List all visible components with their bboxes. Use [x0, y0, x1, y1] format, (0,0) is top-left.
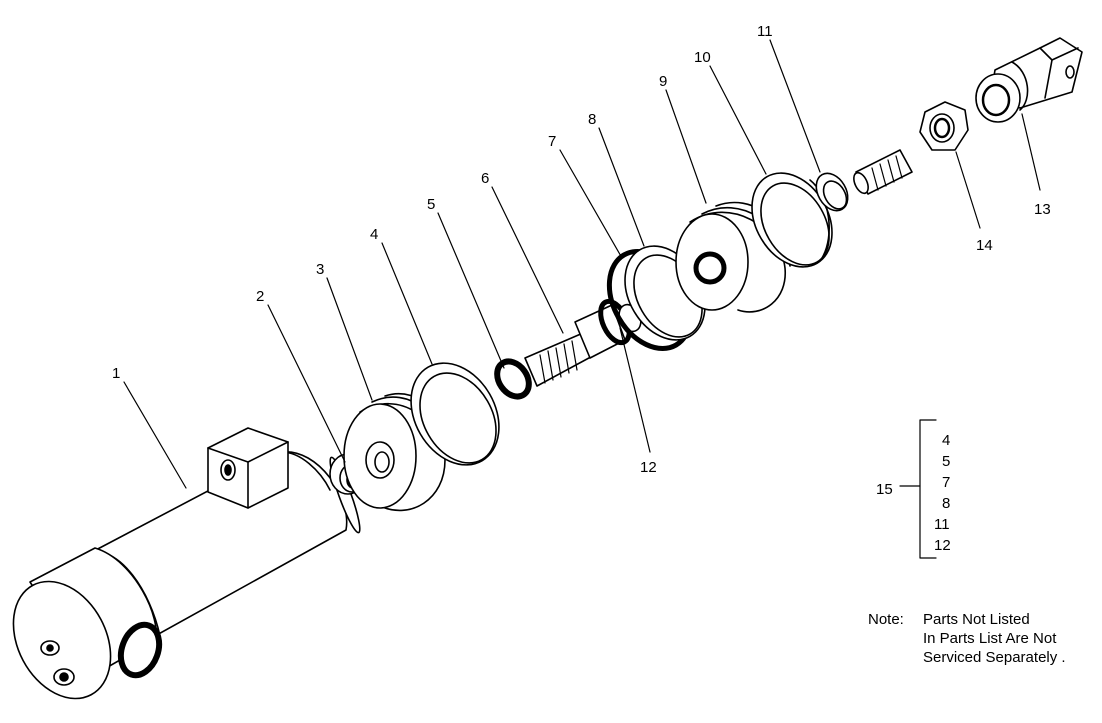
- kit-label: 15: [876, 481, 893, 498]
- note-line: Serviced Separately .: [923, 649, 1066, 666]
- kit-item: 8: [942, 495, 950, 512]
- callout-5: 5: [427, 196, 435, 213]
- callout-labels: 1 2 3 4 5 6 7 8 9 10 11 12 13 14: [112, 23, 1051, 476]
- callout-9: 9: [659, 73, 667, 90]
- callout-4: 4: [370, 226, 378, 243]
- leader-3: [326, 277, 373, 401]
- kit-item: 12: [934, 537, 951, 554]
- kit-bracket: 15 4 5 7 8 11 12: [876, 419, 951, 559]
- kit-item: 7: [942, 474, 950, 491]
- leader-12: [619, 327, 651, 453]
- part-11-small-ring: [815, 172, 849, 212]
- callout-11: 11: [757, 23, 773, 40]
- kit-item: 11: [934, 516, 950, 533]
- part-4-backup-ring: [410, 362, 500, 466]
- callout-7: 7: [548, 133, 556, 150]
- leader-8: [598, 127, 645, 247]
- callout-10: 10: [694, 49, 711, 66]
- callout-6: 6: [481, 170, 489, 187]
- leader-11: [769, 39, 821, 173]
- leader-7: [559, 149, 623, 259]
- leader-6: [491, 186, 564, 334]
- callout-14: 14: [976, 237, 993, 254]
- leader-10: [709, 65, 767, 175]
- part-14-hex-nut: [919, 101, 969, 151]
- note-label: Note:: [868, 611, 904, 628]
- part-6-piston-rod: [524, 298, 642, 387]
- callout-2: 2: [256, 288, 264, 305]
- leader-1: [123, 381, 187, 489]
- callout-12: 12: [640, 459, 657, 476]
- part-1-cylinder-body: [12, 427, 361, 700]
- callout-1: 1: [112, 365, 120, 382]
- leader-13: [1021, 113, 1041, 191]
- leader-5: [437, 212, 505, 369]
- leader-4: [381, 242, 433, 365]
- kit-item: 4: [942, 432, 950, 449]
- kit-item: 5: [942, 453, 950, 470]
- part-13-clevis: [975, 37, 1083, 123]
- spring: [853, 149, 913, 195]
- note-line: In Parts List Are Not: [923, 630, 1057, 647]
- callout-8: 8: [588, 111, 596, 128]
- callout-13: 13: [1034, 201, 1051, 218]
- callout-3: 3: [316, 261, 324, 278]
- note-line: Parts Not Listed: [923, 611, 1030, 628]
- leader-2: [267, 304, 346, 463]
- leader-14: [955, 151, 981, 229]
- leader-9: [665, 89, 707, 204]
- leader-lines: [123, 39, 1041, 489]
